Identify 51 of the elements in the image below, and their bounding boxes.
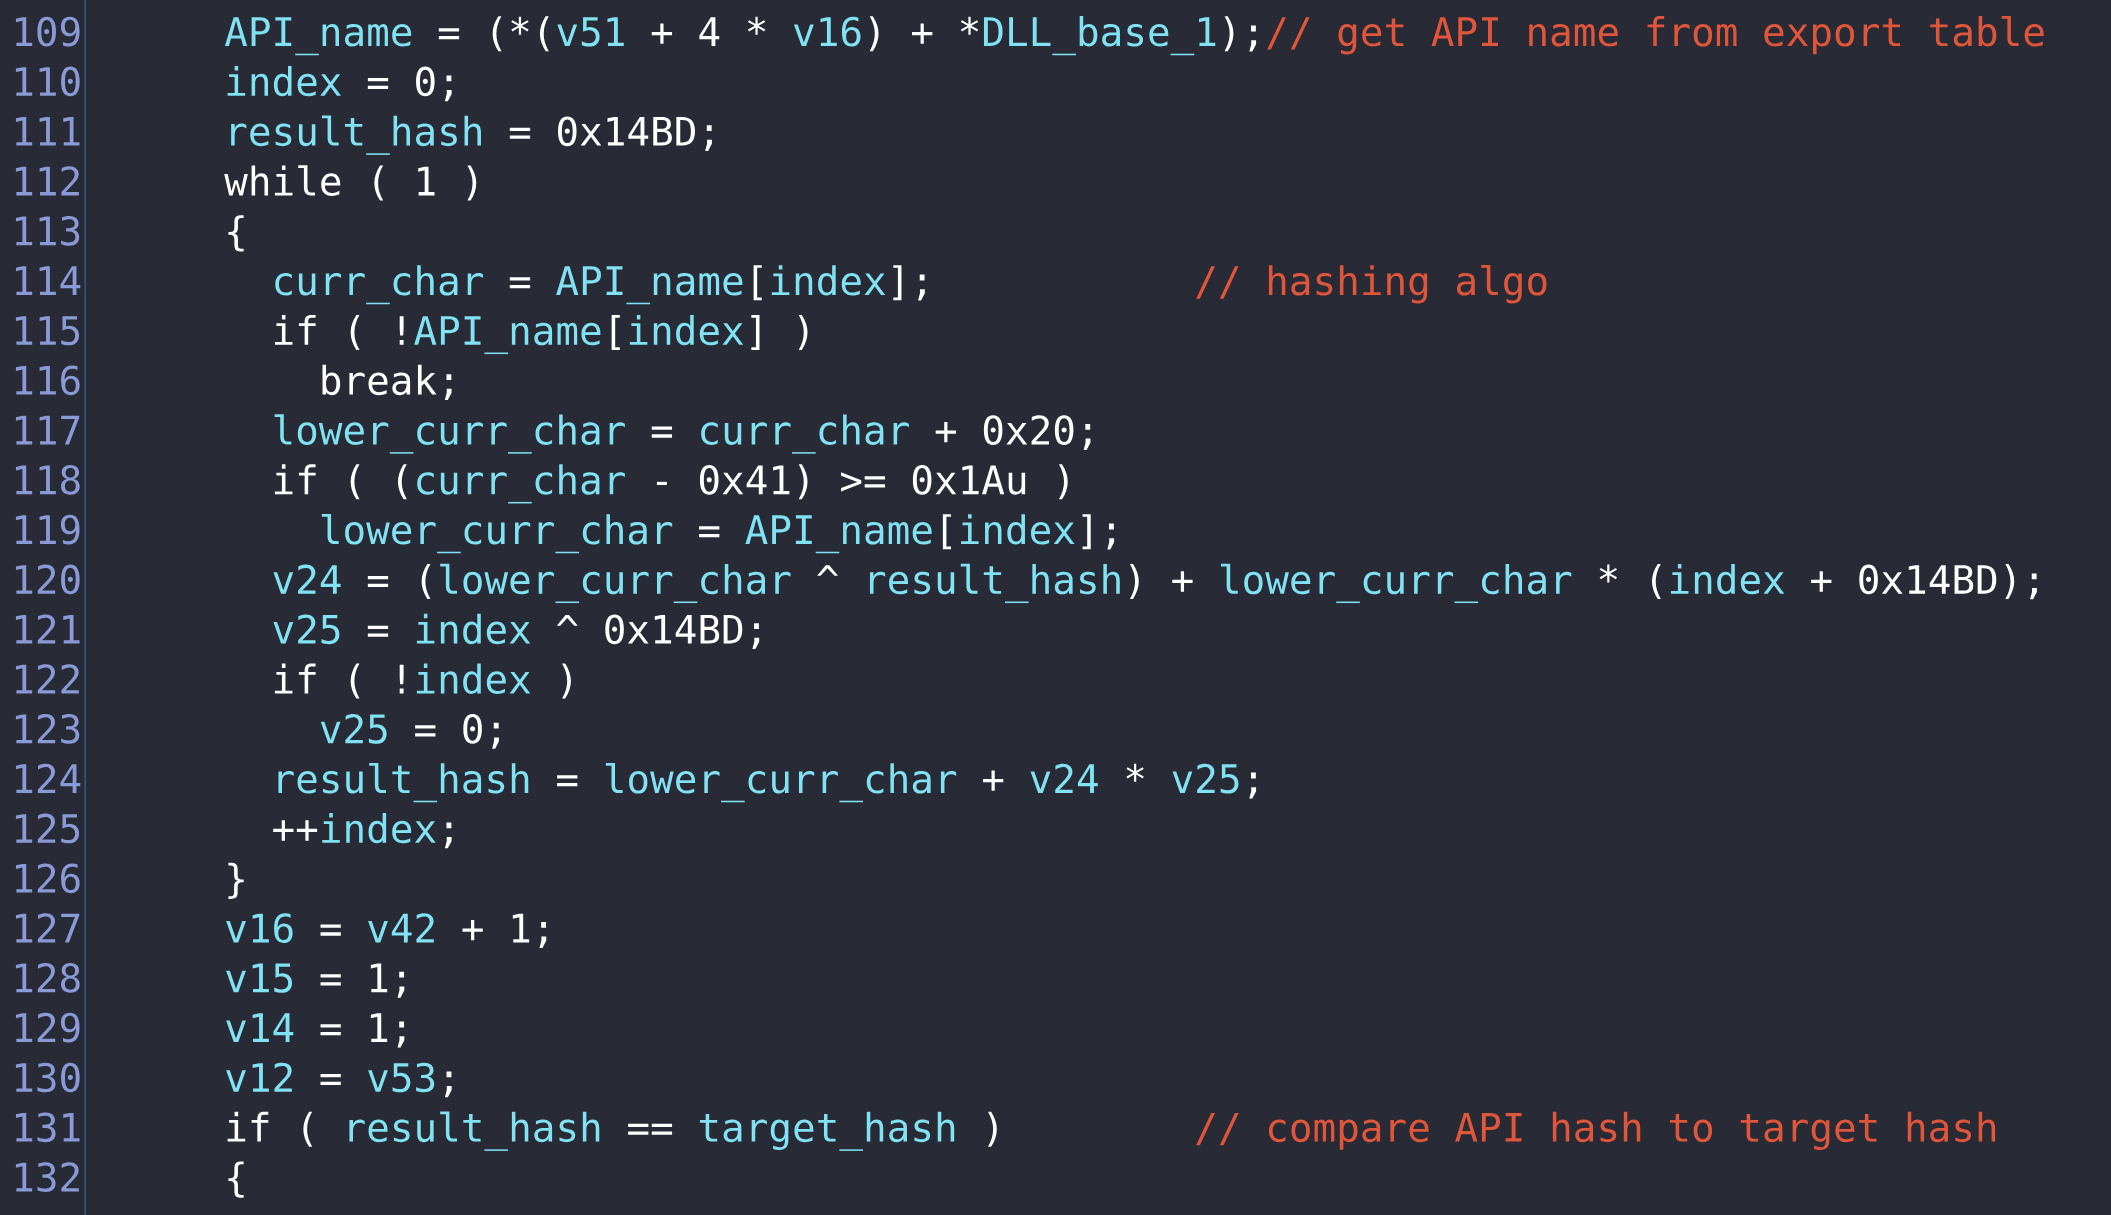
line-number: 127 [15, 913, 80, 943]
line-number: 123 [15, 714, 80, 744]
code-line: if ( (curr_char - 0x41) >= 0x1Au ) [274, 464, 1068, 504]
code-line: v24 = (lower_curr_char ^ result_hash) + lower_curr_char * (index + 0x14BD); [273, 563, 2037, 604]
code-line: if ( !index ) [274, 663, 571, 699]
code-line: v14 = 1; [226, 1013, 405, 1048]
code-line: curr_char = API_name[index]; [275, 265, 925, 305]
code-line: v12 = v53; [226, 1062, 452, 1098]
line-number: 112 [15, 166, 79, 196]
line-number: 110 [15, 66, 80, 97]
code-line: lower_curr_char = API_name[index]; [321, 513, 1115, 554]
line-number: 113 [15, 216, 80, 246]
code-comment: // hashing algo [1196, 264, 1547, 304]
code-line: result_hash = lower_curr_char + v24 * v25; [278, 762, 1257, 803]
line-number: 131 [15, 1112, 80, 1143]
code-comment: // get API name from export table [1267, 15, 2044, 55]
line-number: 122 [15, 664, 79, 694]
code-line: v16 = v42 + 1; [226, 913, 547, 948]
code-line: API_name = (*(v51 + 4 * v16) + *DLL_base_1); [224, 16, 1257, 56]
code-line: { [228, 1161, 244, 1198]
line-number: 124 [15, 763, 81, 793]
line-number: 130 [15, 1062, 80, 1093]
line-number: 116 [15, 365, 80, 396]
line-number: 128 [15, 963, 80, 993]
line-number: 114 [15, 266, 81, 295]
code-line: index = 0; [227, 65, 452, 102]
line-number: 121 [15, 614, 80, 644]
line-number: 132 [15, 1162, 79, 1192]
line-number: 125 [15, 813, 80, 844]
code-line: if ( !API_name[index] ) [274, 314, 808, 355]
line-number: 111 [15, 116, 80, 146]
code-line: ++index; [273, 812, 452, 849]
code-line: { [228, 215, 244, 252]
line-number: 119 [15, 514, 80, 545]
line-number: 120 [15, 564, 80, 595]
code-line: if ( result_hash == target_hash ) [227, 1111, 997, 1151]
code-line: lower_curr_char = curr_char + 0x20; [274, 414, 1091, 454]
code-line: result_hash = 0x14BD; [231, 115, 712, 155]
line-number: 117 [15, 415, 80, 445]
line-number: 109 [15, 16, 80, 47]
line-number: 118 [15, 465, 80, 495]
line-number: 115 [15, 316, 80, 346]
code-line: break; [322, 364, 452, 401]
code-line: v25 = 0; [320, 714, 499, 749]
line-number: 129 [15, 1012, 80, 1043]
code-comment: // compare API hash to target hash [1196, 1111, 1996, 1151]
code-line: v25 = index ^ 0x14BD; [273, 613, 760, 650]
code-line: v15 = 1; [226, 963, 405, 998]
line-number: 126 [15, 863, 80, 894]
code-line: } [228, 862, 244, 899]
code-line: while ( 1 ) [224, 165, 477, 201]
